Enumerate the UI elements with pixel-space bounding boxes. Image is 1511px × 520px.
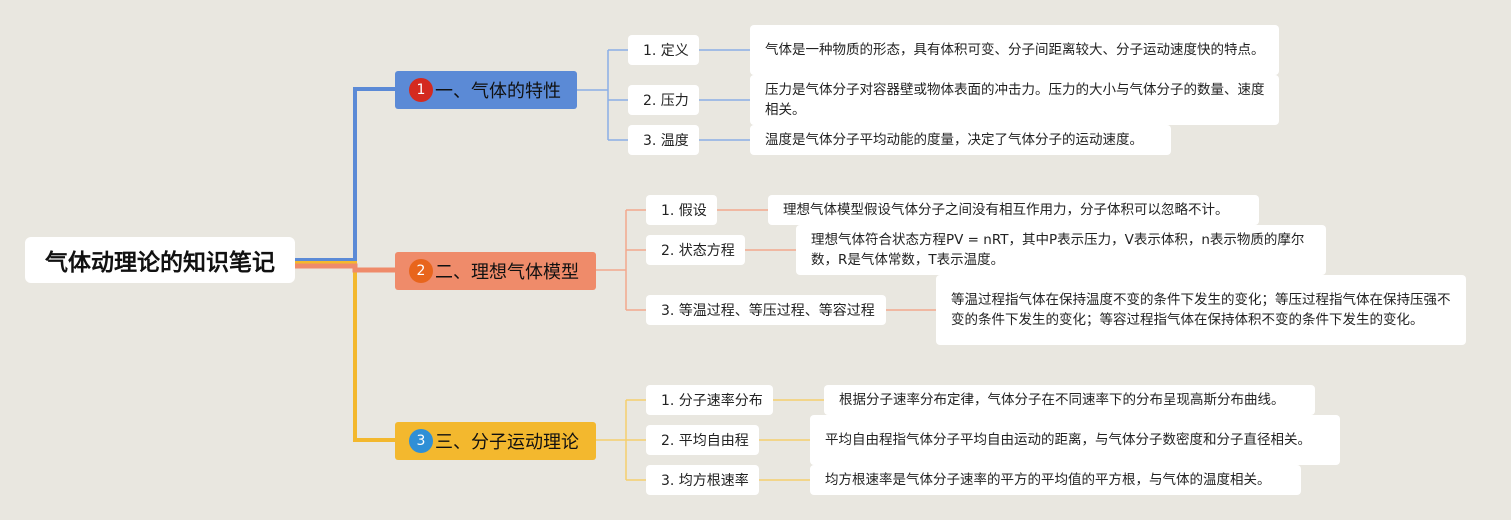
- description-card[interactable]: 气体是一种物质的形态，具有体积可变、分子间距离较大、分子运动速度快的特点。: [750, 25, 1279, 75]
- description-text: 理想气体模型假设气体分子之间没有相互作用力，分子体积可以忽略不计。: [783, 202, 1229, 218]
- root-title: 气体动理论的知识笔记: [45, 250, 275, 276]
- subtopic-label: 2. 状态方程: [661, 243, 735, 259]
- subtopic-assumption[interactable]: 1. 假设: [646, 195, 717, 225]
- branch-label: 三、分子运动理论: [435, 432, 579, 453]
- description-text: 气体是一种物质的形态，具有体积可变、分子间距离较大、分子运动速度快的特点。: [765, 42, 1265, 58]
- description-text: 理想气体符合状态方程PV = nRT，其中P表示压力，V表示体积，n表示物质的摩…: [811, 232, 1305, 268]
- subtopic-label: 1. 分子速率分布: [661, 393, 763, 409]
- subtopic-label: 1. 假设: [661, 203, 707, 219]
- branch-label: 二、理想气体模型: [435, 262, 579, 283]
- subtopic-mean-free-path[interactable]: 2. 平均自由程: [646, 425, 759, 455]
- subtopic-definition[interactable]: 1. 定义: [628, 35, 699, 65]
- subtopic-state-equation[interactable]: 2. 状态方程: [646, 235, 745, 265]
- subtopic-label: 2. 压力: [643, 93, 689, 109]
- description-text: 等温过程指气体在保持温度不变的条件下发生的变化；等压过程指气体在保持压强不变的条…: [951, 292, 1451, 328]
- number-badge-icon: 1: [409, 78, 433, 102]
- branch-gas-properties[interactable]: 1 一、气体的特性: [395, 71, 577, 109]
- subtopic-rms-speed[interactable]: 3. 均方根速率: [646, 465, 759, 495]
- subtopic-label: 1. 定义: [643, 43, 689, 59]
- branch-label: 一、气体的特性: [435, 81, 561, 102]
- subtopic-label: 3. 温度: [643, 133, 689, 149]
- subtopic-label: 2. 平均自由程: [661, 433, 749, 449]
- branch-molecular-kinetics[interactable]: 3 三、分子运动理论: [395, 422, 596, 460]
- description-card[interactable]: 温度是气体分子平均动能的度量，决定了气体分子的运动速度。: [750, 125, 1171, 155]
- description-text: 温度是气体分子平均动能的度量，决定了气体分子的运动速度。: [765, 132, 1143, 148]
- description-card[interactable]: 均方根速率是气体分子速率的平方的平均值的平方根，与气体的温度相关。: [810, 465, 1301, 495]
- subtopic-temperature[interactable]: 3. 温度: [628, 125, 699, 155]
- number-badge-icon: 2: [409, 259, 433, 283]
- description-card[interactable]: 等温过程指气体在保持温度不变的条件下发生的变化；等压过程指气体在保持压强不变的条…: [936, 275, 1466, 345]
- description-text: 压力是气体分子对容器壁或物体表面的冲击力。压力的大小与气体分子的数量、速度相关。: [765, 82, 1265, 118]
- branch-ideal-gas-model[interactable]: 2 二、理想气体模型: [395, 252, 596, 290]
- subtopic-label: 3. 均方根速率: [661, 473, 749, 489]
- description-card[interactable]: 根据分子速率分布定律，气体分子在不同速率下的分布呈现高斯分布曲线。: [824, 385, 1315, 415]
- subtopic-speed-distribution[interactable]: 1. 分子速率分布: [646, 385, 773, 415]
- description-card[interactable]: 压力是气体分子对容器壁或物体表面的冲击力。压力的大小与气体分子的数量、速度相关。: [750, 75, 1279, 125]
- subtopic-pressure[interactable]: 2. 压力: [628, 85, 699, 115]
- description-card[interactable]: 平均自由程指气体分子平均自由运动的距离，与气体分子数密度和分子直径相关。: [810, 415, 1340, 465]
- root-topic[interactable]: 气体动理论的知识笔记: [25, 237, 295, 283]
- description-text: 根据分子速率分布定律，气体分子在不同速率下的分布呈现高斯分布曲线。: [839, 392, 1285, 408]
- description-text: 平均自由程指气体分子平均自由运动的距离，与气体分子数密度和分子直径相关。: [825, 432, 1311, 448]
- description-text: 均方根速率是气体分子速率的平方的平均值的平方根，与气体的温度相关。: [825, 472, 1271, 488]
- subtopic-label: 3. 等温过程、等压过程、等容过程: [661, 303, 875, 319]
- number-badge-icon: 3: [409, 429, 433, 453]
- description-card[interactable]: 理想气体模型假设气体分子之间没有相互作用力，分子体积可以忽略不计。: [768, 195, 1259, 225]
- description-card[interactable]: 理想气体符合状态方程PV = nRT，其中P表示压力，V表示体积，n表示物质的摩…: [796, 225, 1326, 275]
- subtopic-processes[interactable]: 3. 等温过程、等压过程、等容过程: [646, 295, 886, 325]
